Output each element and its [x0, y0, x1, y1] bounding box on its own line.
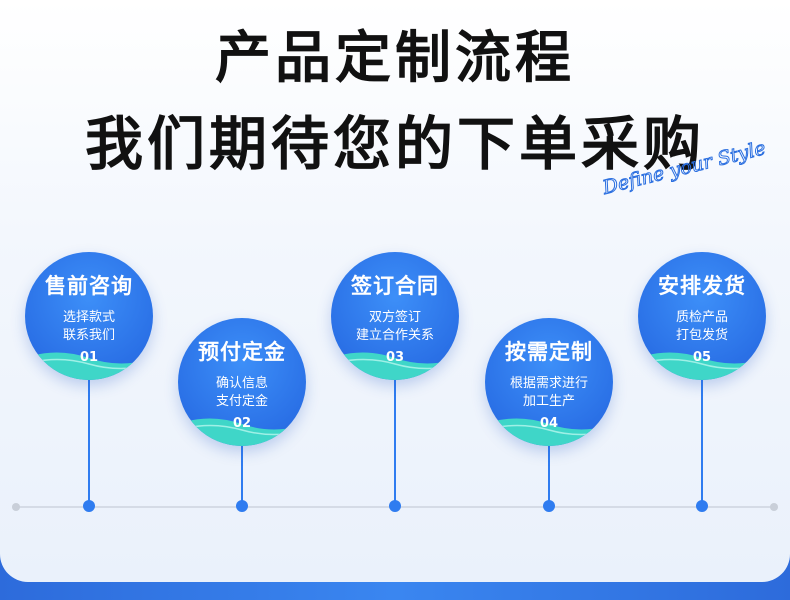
- page-title: 产品定制流程: [215, 26, 575, 91]
- step-title: 签订合同: [351, 274, 439, 298]
- script-text: Define your Style: [600, 137, 768, 196]
- step-title: 售前咨询: [45, 274, 133, 298]
- wave-shape: [331, 352, 459, 380]
- step-desc-line1: 质检产品: [675, 310, 728, 325]
- wave-shape: [178, 418, 306, 446]
- step-desc-line1: 确认信息: [215, 376, 268, 391]
- timeline-node-1: [83, 500, 95, 512]
- step-circle-5: 安排发货 质检产品 打包发货 05: [638, 252, 766, 380]
- step-desc-line1: 选择款式: [62, 310, 115, 325]
- timeline-node-5: [696, 500, 708, 512]
- step-title: 按需定制: [505, 340, 593, 364]
- step-title: 预付定金: [198, 340, 286, 364]
- step-number: 05: [692, 350, 712, 365]
- timeline-node-3: [389, 500, 401, 512]
- timeline-node-4: [543, 500, 555, 512]
- step-desc-line2: 支付定金: [215, 394, 268, 409]
- wave-shape: [25, 352, 153, 380]
- page-subtitle: 我们期待您的下单采购: [84, 110, 705, 178]
- stem-5: [701, 380, 703, 504]
- step-number: 04: [539, 416, 559, 431]
- step-desc-line2: 建立合作关系: [355, 328, 434, 343]
- step-desc-line2: 联系我们: [62, 328, 115, 343]
- stem-3: [394, 380, 396, 504]
- step-number: 01: [79, 350, 99, 365]
- stem-2: [241, 445, 243, 504]
- step-title: 安排发货: [658, 274, 746, 298]
- content-card: 产品定制流程 我们期待您的下单采购 Define your Style 售前咨询…: [0, 0, 790, 582]
- step-number: 03: [385, 350, 405, 365]
- wave-shape: [638, 352, 766, 380]
- stem-1: [88, 380, 90, 504]
- step-desc-line2: 加工生产: [522, 394, 575, 409]
- step-circle-1: 售前咨询 选择款式 联系我们 01: [25, 252, 153, 380]
- timeline-node-2: [236, 500, 248, 512]
- step-circle-3: 签订合同 双方签订 建立合作关系 03: [331, 252, 459, 380]
- stem-4: [548, 445, 550, 504]
- timeline-end-dot: [770, 503, 778, 511]
- step-circle-4: 按需定制 根据需求进行 加工生产 04: [485, 318, 613, 446]
- step-circle-2: 预付定金 确认信息 支付定金 02: [178, 318, 306, 446]
- step-desc-line1: 根据需求进行: [509, 376, 588, 391]
- timeline-start-dot: [12, 503, 20, 511]
- wave-shape: [485, 418, 613, 446]
- step-desc-line2: 打包发货: [675, 328, 728, 343]
- step-desc-line1: 双方签订: [368, 310, 421, 325]
- step-number: 02: [232, 416, 252, 431]
- script-signature: Define your Style: [599, 137, 768, 196]
